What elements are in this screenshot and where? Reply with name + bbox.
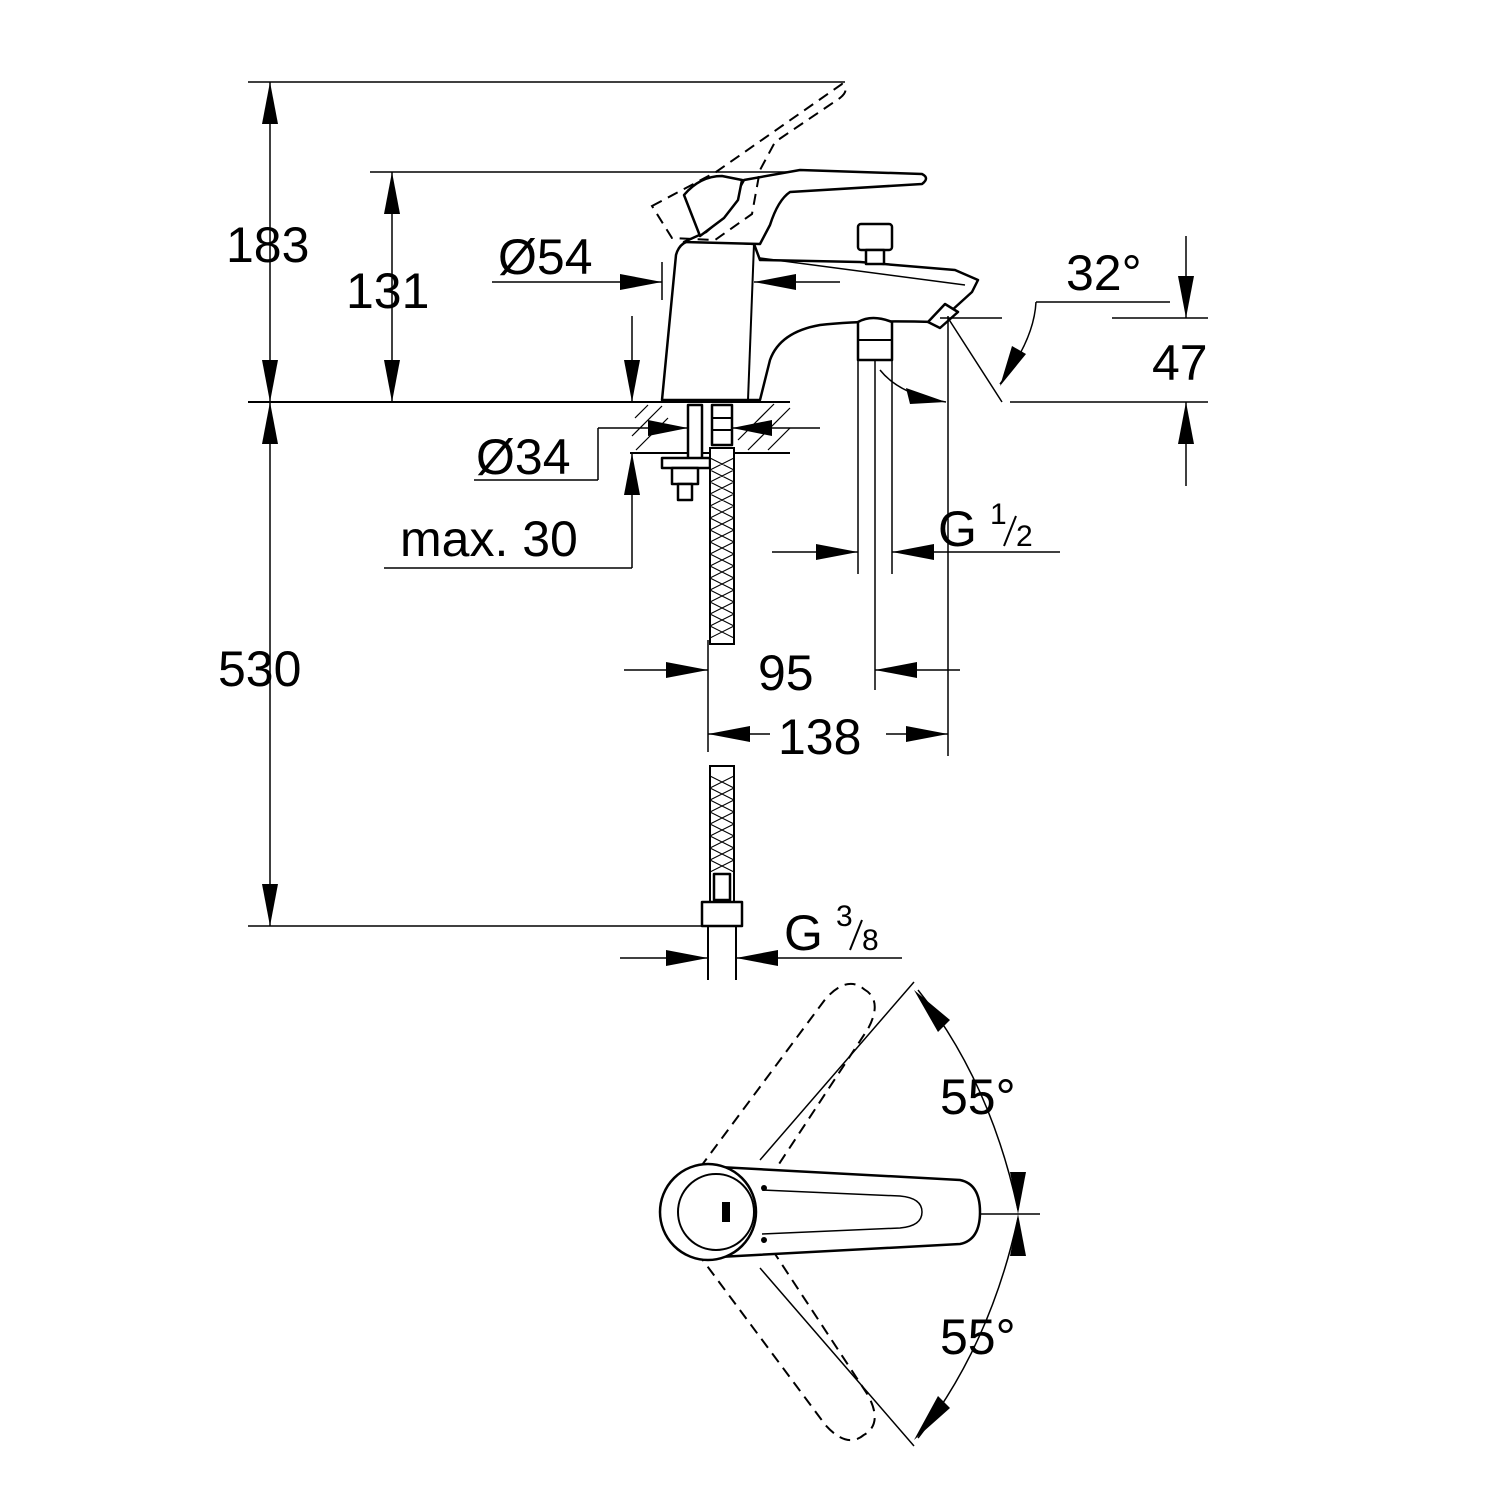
braided-hose — [700, 447, 744, 980]
dim-131-label: 131 — [346, 263, 429, 319]
cartridge-cap — [658, 1162, 758, 1262]
rotation-bottom-label: 55° — [940, 1309, 1016, 1365]
lever-rotated-right-outline — [699, 1219, 876, 1442]
svg-text:3: 3 — [836, 900, 853, 933]
thread-inlet-label: G 3 8 — [784, 900, 879, 961]
svg-text:8: 8 — [862, 924, 879, 957]
dim-138-label: 138 — [778, 709, 861, 765]
diverter-knob — [856, 222, 894, 252]
dim-530-label: 530 — [218, 641, 301, 697]
dim-max-deck-label: max. 30 — [400, 511, 578, 567]
lever-top — [698, 1164, 982, 1260]
dim-angle-32-label: 32° — [1066, 245, 1142, 301]
dim-hole-diameter-label: Ø34 — [476, 429, 571, 485]
svg-text:1: 1 — [990, 498, 1007, 531]
svg-text:G: G — [784, 905, 823, 961]
side-view: 183 131 Ø54 Ø34 max. 30 530 32° 47 95 13… — [218, 81, 1208, 980]
mounting-hardware — [660, 403, 734, 502]
dim-47-label: 47 — [1152, 335, 1208, 391]
dim-183-label: 183 — [226, 217, 309, 273]
thread-outlet-label: G 1 2 — [938, 498, 1033, 557]
dim-base-diameter-label: Ø54 — [498, 229, 593, 285]
spout-outlet — [926, 302, 960, 330]
rotation-top-label: 55° — [940, 1069, 1016, 1125]
svg-text:2: 2 — [1016, 520, 1033, 553]
dim-95-label: 95 — [758, 645, 814, 701]
top-view: 55° 55° — [658, 981, 1040, 1447]
svg-text:G: G — [938, 501, 977, 557]
lever-raised-outline — [650, 82, 847, 242]
lever-rotated-left-outline — [699, 982, 876, 1205]
